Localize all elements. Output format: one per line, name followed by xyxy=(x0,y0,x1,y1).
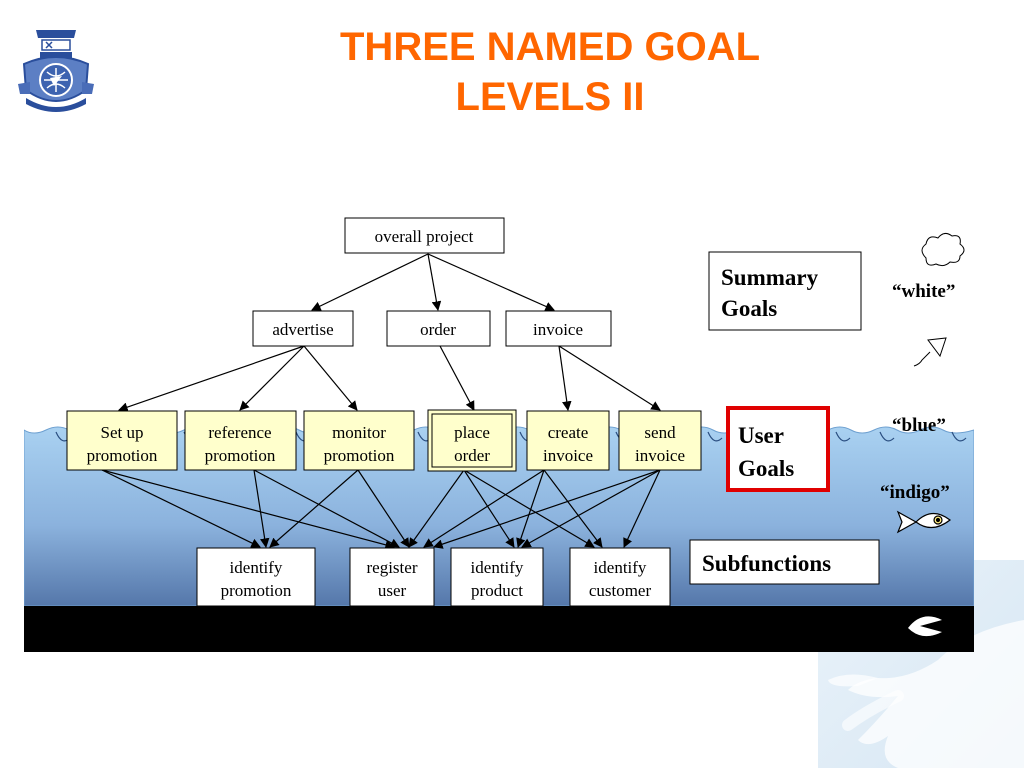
node-order: order xyxy=(386,310,491,347)
svg-text:monitor: monitor xyxy=(332,423,386,442)
node-place-order: place order xyxy=(427,409,517,472)
svg-text:overall project: overall project xyxy=(375,227,474,246)
svg-text:invoice: invoice xyxy=(533,320,583,339)
svg-text:advertise: advertise xyxy=(272,320,333,339)
node-overall-project: overall project xyxy=(344,217,505,254)
svg-text:invoice: invoice xyxy=(635,446,685,465)
svg-text:Goals: Goals xyxy=(721,296,777,321)
svg-text:Summary: Summary xyxy=(721,265,819,290)
svg-text:promotion: promotion xyxy=(221,581,292,600)
node-advertise: advertise xyxy=(252,310,354,347)
node-identify-promotion: identify promotion xyxy=(196,547,316,607)
svg-text:identify: identify xyxy=(594,558,647,577)
svg-text:invoice: invoice xyxy=(543,446,593,465)
kite-icon xyxy=(913,337,947,367)
svg-text:Set up: Set up xyxy=(101,423,144,442)
svg-text:Subfunctions: Subfunctions xyxy=(702,551,831,576)
university-crest-logo xyxy=(18,30,94,112)
node-setup-promotion: Set up promotion xyxy=(66,410,178,471)
node-register-user: register user xyxy=(349,547,435,607)
svg-text:Goals: Goals xyxy=(738,456,794,481)
svg-text:reference: reference xyxy=(208,423,271,442)
svg-text:register: register xyxy=(367,558,418,577)
altitude-white-label: “white” xyxy=(892,281,955,302)
svg-text:promotion: promotion xyxy=(324,446,395,465)
svg-text:order: order xyxy=(420,320,456,339)
node-create-invoice: create invoice xyxy=(526,410,610,471)
node-reference-promotion: reference promotion xyxy=(184,410,297,471)
goal-levels-diagram: overall project advertise order invoice … xyxy=(24,217,974,652)
fish-icon xyxy=(896,510,951,534)
cloud-icon xyxy=(921,232,965,267)
node-invoice: invoice xyxy=(505,310,612,347)
seabed-band xyxy=(24,606,974,652)
connectors xyxy=(101,253,661,550)
legend-subfunctions: Subfunctions xyxy=(689,539,880,585)
altitude-blue-label: “blue” xyxy=(892,415,946,436)
node-monitor-promotion: monitor promotion xyxy=(303,410,415,471)
svg-text:user: user xyxy=(378,581,407,600)
altitude-indigo-label: “indigo” xyxy=(880,482,950,503)
slide-title-line-1: THREE NAMED GOAL xyxy=(340,25,760,69)
svg-text:place: place xyxy=(454,423,490,442)
node-send-invoice: send invoice xyxy=(618,410,702,471)
legend-summary-goals: Summary Goals xyxy=(708,251,862,331)
slide-title: THREE NAMED GOAL LEVELS II xyxy=(240,22,860,122)
svg-text:create: create xyxy=(548,423,589,442)
svg-text:promotion: promotion xyxy=(87,446,158,465)
svg-text:product: product xyxy=(471,581,523,600)
svg-text:order: order xyxy=(454,446,490,465)
node-identify-product: identify product xyxy=(450,547,544,607)
clam-icon xyxy=(908,616,942,637)
legend-user-goals: User Goals xyxy=(726,406,830,492)
node-identify-customer: identify customer xyxy=(569,547,671,607)
slide-title-line-2: LEVELS II xyxy=(455,75,645,119)
svg-text:promotion: promotion xyxy=(205,446,276,465)
svg-text:identify: identify xyxy=(471,558,524,577)
svg-text:User: User xyxy=(738,423,784,448)
svg-text:customer: customer xyxy=(589,581,652,600)
svg-text:send: send xyxy=(644,423,676,442)
svg-text:identify: identify xyxy=(230,558,283,577)
